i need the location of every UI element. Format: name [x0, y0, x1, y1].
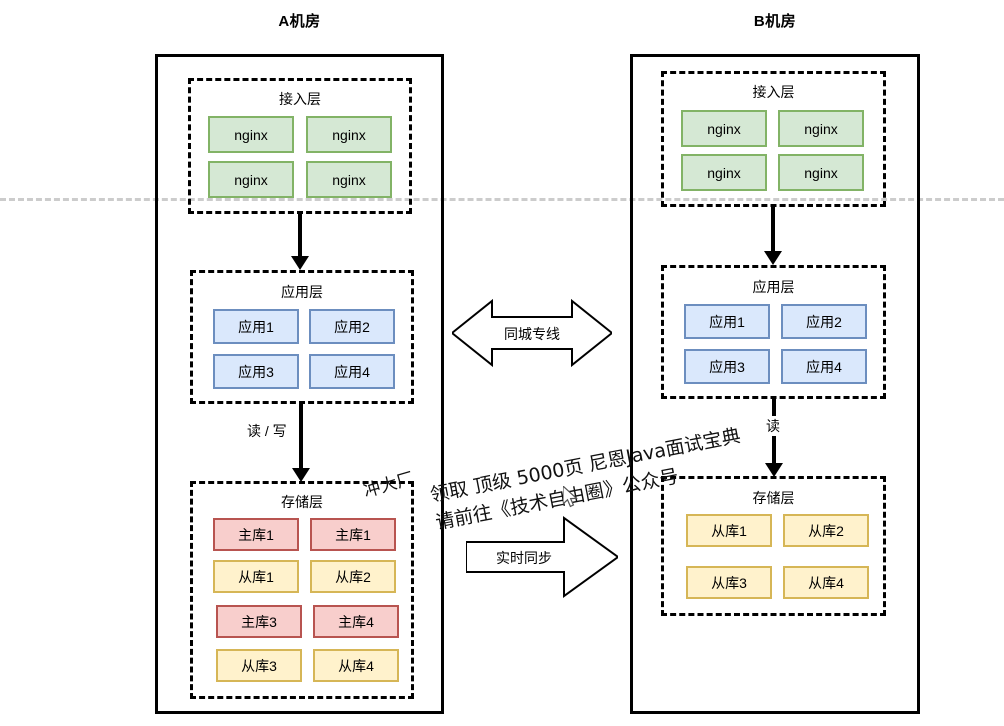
node-nginx-a1[interactable]: nginx — [208, 116, 294, 153]
mouse-cursor-icon — [562, 484, 579, 514]
app-layer-a-title: 应用层 — [281, 284, 323, 300]
node-db-a-slave-2[interactable]: 从库2 — [310, 560, 396, 593]
room-b-title: B机房 — [753, 13, 797, 30]
access-layer-a-group: 接入层 — [188, 78, 412, 214]
node-db-a-master-4[interactable]: 主库4 — [313, 605, 399, 638]
connector-app-to-storage-b-label: 读 — [763, 416, 783, 436]
node-db-b-slave-4[interactable]: 从库4 — [783, 566, 869, 599]
node-app-a3[interactable]: 应用3 — [213, 354, 299, 389]
node-db-b-slave-3[interactable]: 从库3 — [686, 566, 772, 599]
node-db-a-slave-3[interactable]: 从库3 — [216, 649, 302, 682]
access-layer-b-title: 接入层 — [752, 84, 795, 100]
connector-app-to-storage-b — [754, 399, 794, 477]
link-realtime-sync[interactable]: 实时同步 — [466, 516, 618, 598]
connector-app-to-storage-a — [281, 404, 321, 482]
link-dedicated-line[interactable]: 同城专线 — [452, 297, 612, 369]
node-db-a-slave-1[interactable]: 从库1 — [213, 560, 299, 593]
room-b-container — [630, 54, 920, 714]
connector-app-to-storage-a-label: 读 / 写 — [244, 421, 290, 441]
link-realtime-sync-label: 实时同步 — [496, 550, 552, 566]
connector-access-to-app-b — [753, 207, 793, 265]
access-layer-b-group: 接入层 — [661, 71, 886, 207]
app-layer-b-group: 应用层 — [661, 265, 886, 399]
node-app-b3[interactable]: 应用3 — [684, 349, 770, 384]
link-dedicated-line-label: 同城专线 — [504, 326, 560, 342]
room-a-title: A机房 — [278, 13, 321, 30]
node-db-a-slave-4[interactable]: 从库4 — [313, 649, 399, 682]
node-nginx-b3[interactable]: nginx — [681, 154, 767, 191]
node-nginx-a3[interactable]: nginx — [208, 161, 294, 198]
node-app-b4[interactable]: 应用4 — [781, 349, 867, 384]
storage-layer-b-group: 存储层 — [661, 476, 886, 616]
app-layer-a-group: 应用层 — [190, 270, 414, 404]
node-db-a-master-1[interactable]: 主库1 — [213, 518, 299, 551]
connector-access-to-app-a — [280, 214, 320, 270]
node-db-b-slave-2[interactable]: 从库2 — [783, 514, 869, 547]
node-nginx-b4[interactable]: nginx — [778, 154, 864, 191]
node-app-a4[interactable]: 应用4 — [309, 354, 395, 389]
node-app-b2[interactable]: 应用2 — [781, 304, 867, 339]
node-nginx-a4[interactable]: nginx — [306, 161, 392, 198]
room-a-container — [155, 54, 444, 714]
node-app-b1[interactable]: 应用1 — [684, 304, 770, 339]
storage-layer-a-title: 存储层 — [281, 494, 323, 510]
node-nginx-a2[interactable]: nginx — [306, 116, 392, 153]
node-db-b-slave-1[interactable]: 从库1 — [686, 514, 772, 547]
app-layer-b-title: 应用层 — [752, 279, 795, 295]
storage-layer-a-group: 存储层 — [190, 481, 414, 699]
node-app-a1[interactable]: 应用1 — [213, 309, 299, 344]
horizontal-dashed-divider — [0, 198, 1004, 201]
node-db-a-master-3[interactable]: 主库3 — [216, 605, 302, 638]
access-layer-a-title: 接入层 — [279, 91, 321, 107]
node-nginx-b1[interactable]: nginx — [681, 110, 767, 147]
storage-layer-b-title: 存储层 — [752, 490, 795, 506]
node-app-a2[interactable]: 应用2 — [309, 309, 395, 344]
node-db-a-master-1b[interactable]: 主库1 — [310, 518, 396, 551]
node-nginx-b2[interactable]: nginx — [778, 110, 864, 147]
